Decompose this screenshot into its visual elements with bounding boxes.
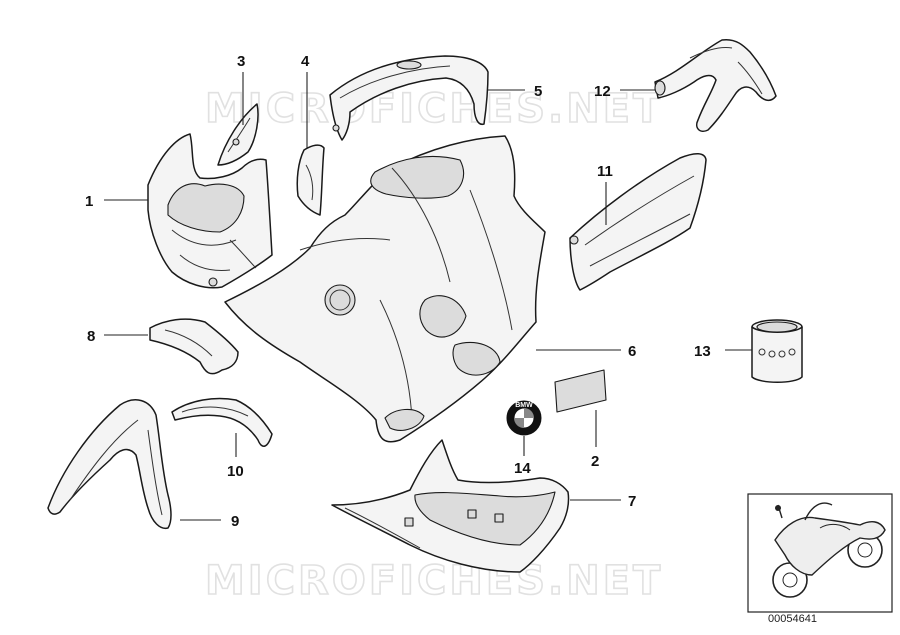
callout-9: 9 [231,513,239,530]
part-2-label [554,369,607,413]
motorcycle-thumbnail-icon [772,502,886,598]
callout-3: 3 [237,53,245,70]
callout-8: 8 [87,328,95,345]
callout-2: 2 [591,453,599,470]
part-3-side-panel [217,103,259,166]
part-12-tail-bracket [654,38,777,132]
callout-numbers: 1 2 3 4 5 6 7 8 9 10 11 12 13 14 [85,53,711,530]
part-5-tank-cover [329,55,489,141]
callout-4: 4 [301,53,310,70]
diagram-reference-code: 00054641 [768,613,817,625]
part-9-front-fender [47,399,172,530]
watermark-bottom: MICROFICHES.NET [205,558,663,604]
callout-14: 14 [514,460,531,477]
callout-12: 12 [594,83,611,100]
callout-5: 5 [534,83,542,100]
leader-lines [104,72,752,521]
emblem-text: BMW [515,402,533,409]
part-1-front-fairing [147,133,273,289]
callout-6: 6 [628,343,636,360]
part-13-filter [751,319,803,383]
callout-1: 1 [85,193,93,210]
callout-7: 7 [628,493,636,510]
watermark-top: MICROFICHES.NET [205,86,663,132]
callout-13: 13 [694,343,711,360]
callout-11: 11 [597,163,613,180]
part-8-inner-cover [149,318,239,375]
callout-10: 10 [227,463,244,480]
part-10-inner-fender [171,397,273,447]
part-6-side-fairing [224,135,546,443]
part-7-belly-pan [331,439,570,573]
part-4-bracket [296,144,325,216]
part-11-rear-panel [569,153,707,291]
part-14-emblem: BMW [506,400,542,436]
inset-thumbnail [747,493,893,613]
